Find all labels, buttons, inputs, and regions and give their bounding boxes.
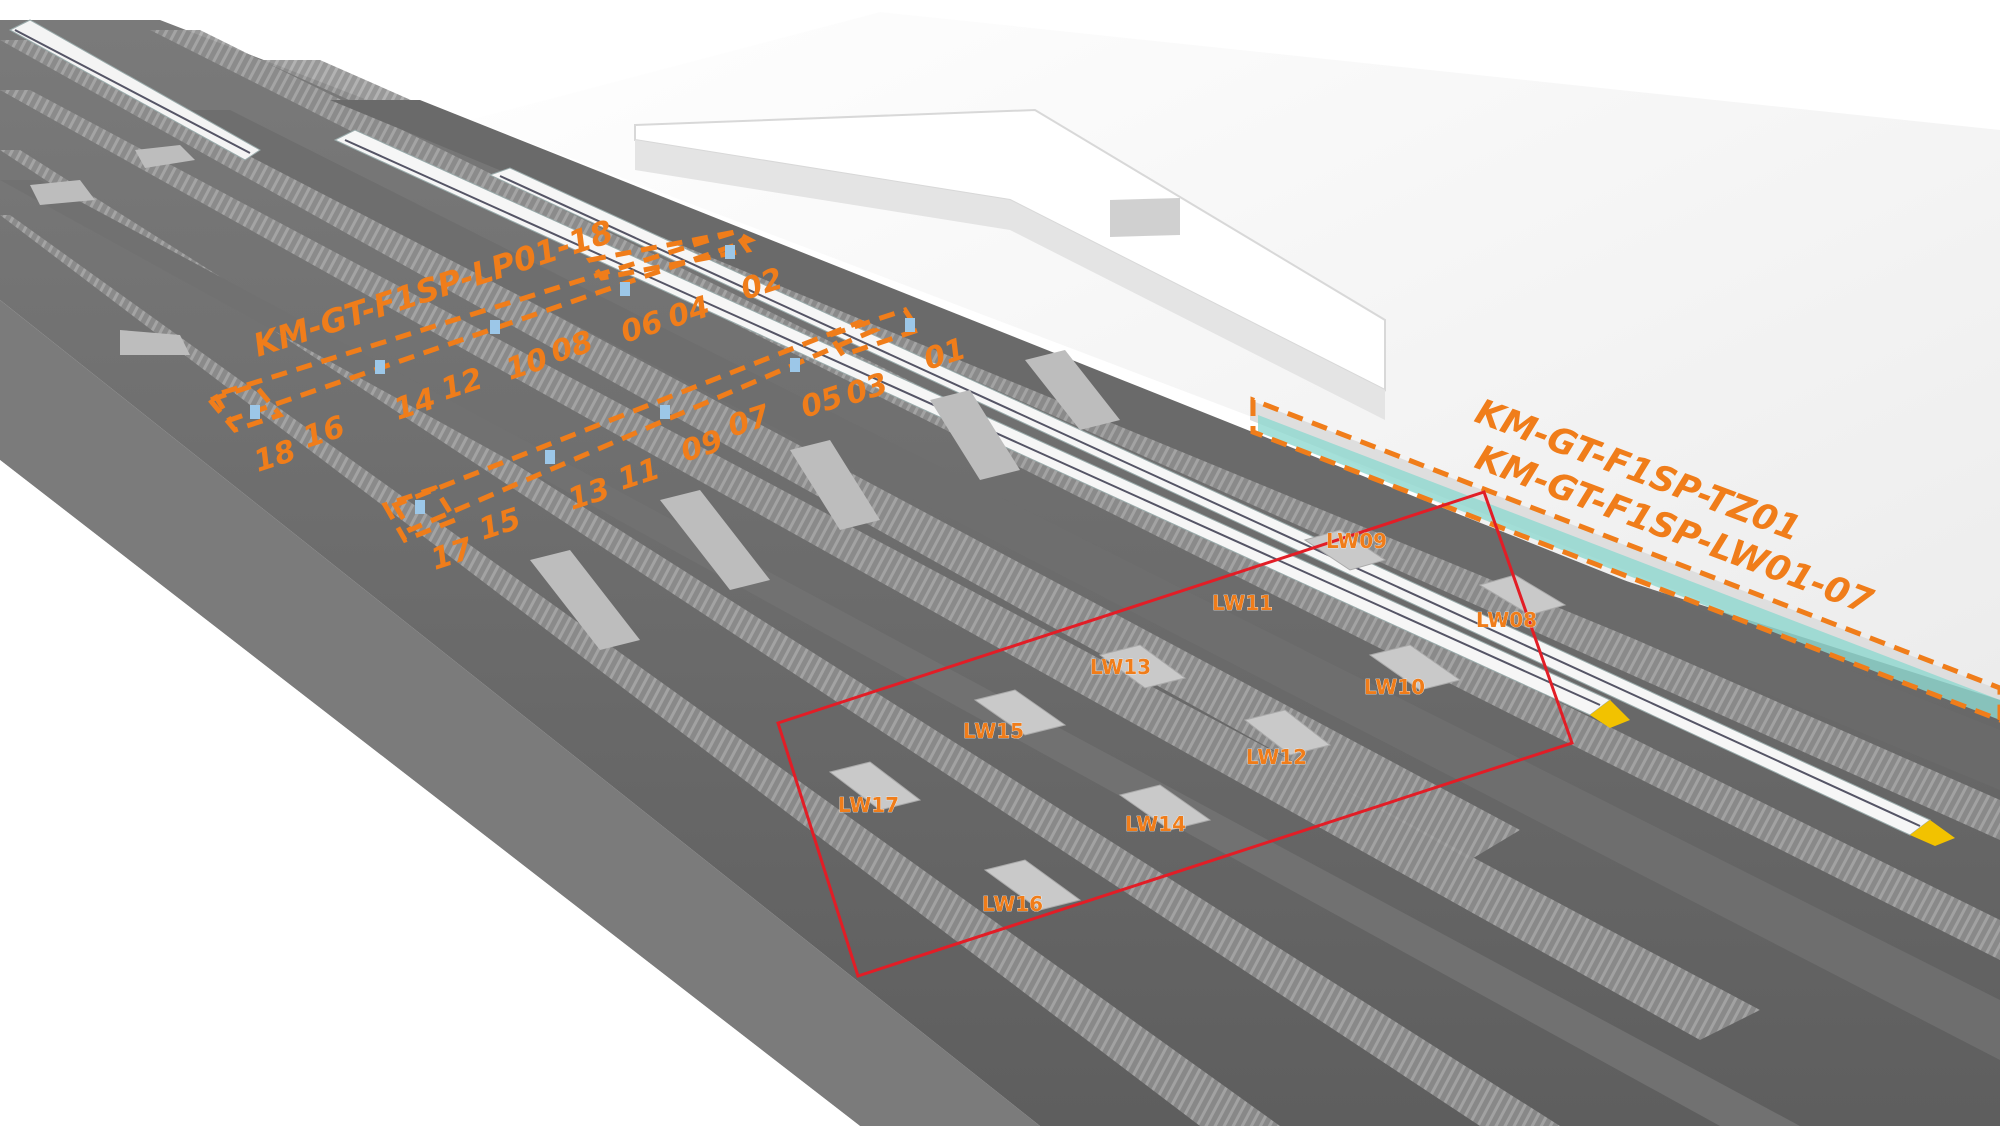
train <box>488 167 1955 846</box>
lw-label: LW15 <box>963 719 1024 743</box>
lw-label: LW12 <box>1246 745 1307 769</box>
equipment-pits <box>828 529 1567 911</box>
lw-label: LW14 <box>1125 812 1186 836</box>
lw-label: LW17 <box>838 793 899 817</box>
lw-label: LW11 <box>1212 591 1273 615</box>
train <box>8 19 261 161</box>
tracks <box>0 30 2000 1126</box>
glass-fence <box>1258 415 2000 720</box>
lw-label: LW09 <box>1326 529 1387 553</box>
lw-label: LW13 <box>1090 655 1151 679</box>
lw-labels: LW08 LW09 LW10 LW11 LW12 LW13 LW14 LW15 … <box>838 529 1538 917</box>
lw-label: LW08 <box>1476 608 1537 632</box>
lw-label: LW16 <box>982 892 1043 916</box>
highlight-frame <box>776 490 1574 978</box>
stairwells <box>30 145 1120 650</box>
dashed-group-outlines <box>205 229 2000 723</box>
pillar-markers <box>250 245 915 514</box>
platforms <box>0 100 2000 1126</box>
lw-label: LW10 <box>1364 675 1425 699</box>
